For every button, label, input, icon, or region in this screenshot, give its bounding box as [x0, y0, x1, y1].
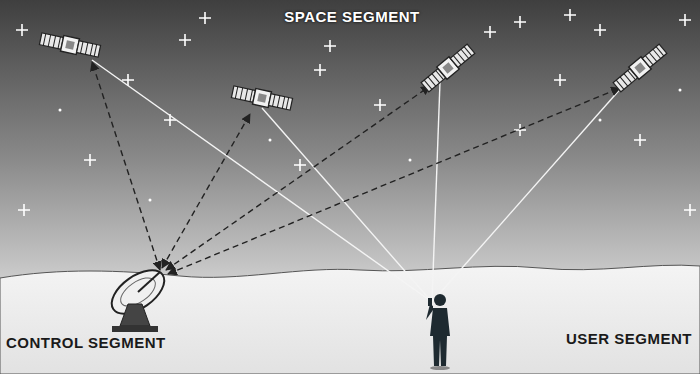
user-signal-lines: [92, 60, 630, 302]
segment-label: USER SEGMENT: [566, 330, 692, 348]
segment-label: CONTROL SEGMENT: [6, 334, 166, 352]
stars: [16, 9, 696, 216]
control-dish: [104, 262, 172, 332]
control-links: [92, 62, 620, 274]
segment-label: SPACE SEGMENT: [284, 8, 419, 26]
user-figure: [426, 294, 450, 370]
satellites: [39, 31, 668, 112]
